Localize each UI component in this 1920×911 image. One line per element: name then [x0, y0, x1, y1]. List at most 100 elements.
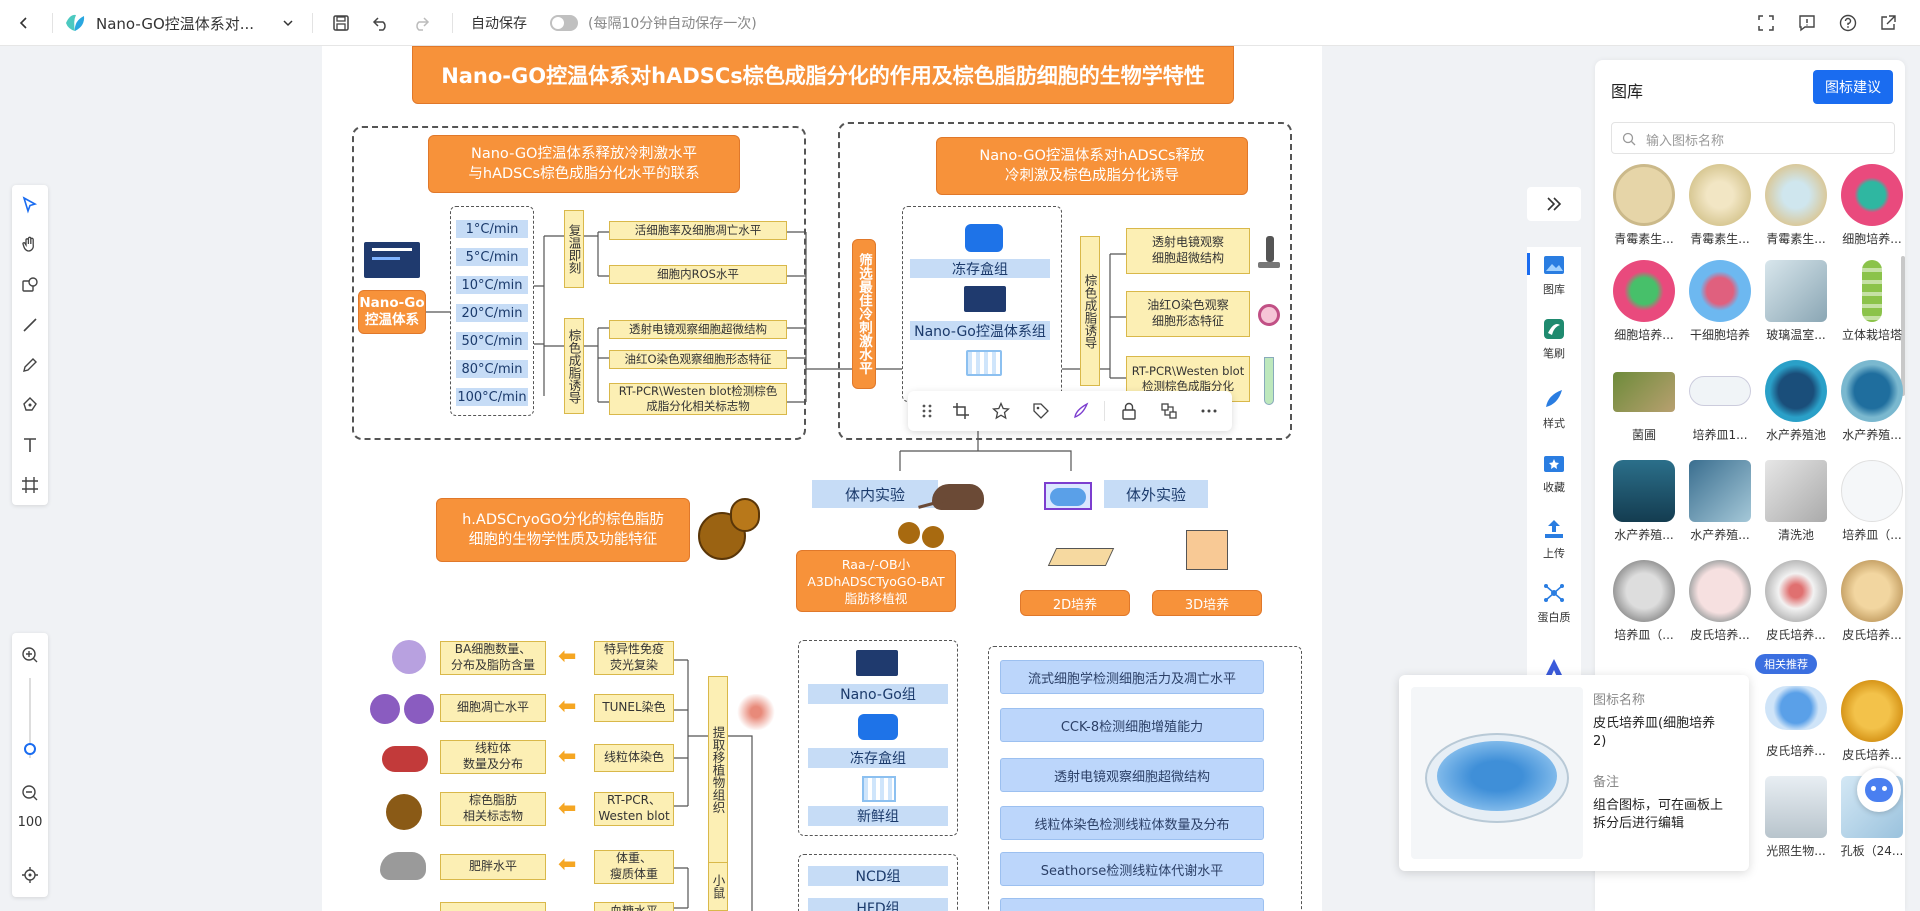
library-item[interactable]: 水产养殖... [1683, 460, 1757, 543]
library-item[interactable]: 培养皿（... [1835, 460, 1909, 543]
left-result[interactable] [440, 902, 546, 911]
chevron-down-icon[interactable] [282, 0, 294, 46]
feedback-icon[interactable] [1798, 0, 1816, 46]
p2-group[interactable]: 冻存盒组 [910, 259, 1050, 278]
library-item[interactable]: 立体栽培塔 [1835, 260, 1909, 343]
diagram-title[interactable]: Nano-GO控温体系对hADSCs棕色成脂分化的作用及棕色脂肪细胞的生物学特性 [412, 46, 1234, 104]
system-label[interactable]: Nano-Go 控温体系 [358, 290, 426, 334]
library-item[interactable]: 培养皿1... [1683, 360, 1757, 443]
share-icon[interactable] [1879, 0, 1897, 46]
canvas[interactable]: Nano-GO控温体系对hADSCs棕色成脂分化的作用及棕色脂肪细胞的生物学特性… [322, 46, 1322, 911]
invitro-item[interactable]: CCK-8检测细胞增殖能力 [1000, 708, 1264, 742]
icon-search-input[interactable]: 输入图标名称 [1611, 122, 1895, 154]
left-method[interactable]: 特异性免疫 荧光复染 [594, 641, 674, 675]
invitro-item[interactable]: Seathorse检测线粒体代谢水平 [1000, 852, 1264, 886]
crop-icon[interactable] [952, 402, 970, 420]
library-item[interactable]: 干细胞培养 [1683, 260, 1757, 343]
left-method[interactable]: 线粒体染色 [594, 744, 674, 772]
locate-icon[interactable] [20, 865, 40, 885]
left-result[interactable]: 棕色脂肪 相关标志物 [440, 792, 546, 826]
pen-icon[interactable] [20, 395, 40, 415]
left-result[interactable]: 线粒体 数量及分布 [440, 740, 546, 774]
mouse-label[interactable]: 小鼠 [708, 862, 728, 911]
mid-group[interactable]: 新鲜组 [808, 806, 948, 826]
assistant-bot-icon[interactable] [1857, 768, 1901, 812]
rate-item[interactable]: 5°C/min [456, 248, 528, 266]
redo-icon[interactable] [412, 0, 430, 46]
rate-item[interactable]: 1°C/min [456, 220, 528, 238]
culture-3d[interactable]: 3D培养 [1152, 590, 1262, 616]
left-result[interactable]: 细胞凋亡水平 [440, 694, 546, 722]
pencil-icon[interactable] [20, 355, 40, 375]
zoom-in-icon[interactable] [20, 645, 40, 665]
help-icon[interactable] [1839, 0, 1857, 46]
scrollbar[interactable] [1901, 256, 1905, 396]
rail-style[interactable]: 样式 [1527, 387, 1581, 431]
left-result[interactable]: BA细胞数量、 分布及脂防含量 [440, 641, 546, 675]
select-pointer-icon[interactable] [20, 195, 40, 215]
panel2-title[interactable]: Nano-GO控温体系对hADSCs释放 冷刺激及棕色成脂分化诱导 [936, 137, 1248, 195]
rate-item[interactable]: 80°C/min [456, 360, 528, 378]
p2-item[interactable]: 透射电镜观察 细胞超微结构 [1126, 228, 1250, 274]
invitro-item[interactable]: 流式细胞学检测细胞活力及凋亡水平 [1000, 660, 1264, 694]
library-item[interactable]: 光照生物... [1759, 776, 1833, 859]
library-item[interactable]: 青霉素生... [1607, 164, 1681, 247]
library-item[interactable]: 青霉素生... [1683, 164, 1757, 247]
line-icon[interactable] [20, 315, 40, 335]
p1-item[interactable]: 活细胞率及细胞凋亡水平 [609, 221, 787, 240]
left-method[interactable]: 血糖水平 [594, 902, 674, 911]
mid-group[interactable]: 冻存盒组 [808, 748, 948, 768]
panel-1[interactable] [352, 126, 806, 440]
library-item[interactable]: 水产养殖... [1607, 460, 1681, 543]
invitro-item[interactable]: 线粒体染色检测线粒体数量及分布 [1000, 806, 1264, 840]
back-icon[interactable] [16, 0, 32, 46]
undo-icon[interactable] [372, 0, 390, 46]
p2-induce-label[interactable]: 棕色成脂诱导 [1080, 236, 1100, 386]
rail-gallery[interactable]: 图库 [1527, 253, 1581, 297]
rate-item[interactable]: 20°C/min [456, 304, 528, 322]
group-icon[interactable] [1160, 402, 1178, 420]
screen-label[interactable]: 筛选最佳冷刺激水平 [852, 239, 876, 389]
rail-protein[interactable]: 蛋白质 [1527, 581, 1581, 625]
zoom-slider[interactable] [24, 678, 36, 758]
lock-icon[interactable] [1120, 402, 1138, 420]
tag-icon[interactable] [1032, 402, 1050, 420]
induce-label[interactable]: 棕色成脂诱导 [564, 318, 584, 414]
diet-group[interactable]: NCD组 [808, 866, 948, 886]
rewarm-label[interactable]: 复温即刻 [564, 210, 584, 288]
library-item[interactable]: 皮氏培养... [1835, 560, 1909, 643]
left-method[interactable]: TUNEL染色 [594, 694, 674, 722]
autosave-toggle[interactable] [550, 0, 578, 46]
invitro-item[interactable]: 透射电镜观察细胞超微结构 [1000, 758, 1264, 792]
icon-suggest-button[interactable]: 图标建议 [1813, 70, 1893, 104]
left-result[interactable]: 肥胖水平 [440, 854, 546, 880]
shape-icon[interactable] [20, 275, 40, 295]
library-item[interactable]: 细胞培养... [1607, 260, 1681, 343]
frame-icon[interactable] [20, 475, 40, 495]
save-icon[interactable] [332, 0, 350, 46]
rail-upload[interactable]: 上传 [1527, 517, 1581, 561]
extract-label[interactable]: 提取移植物组织 [708, 676, 728, 864]
invitro-item[interactable] [1000, 898, 1264, 911]
p2-group[interactable]: Nano-Go控温体系组 [910, 321, 1050, 340]
library-item[interactable]: 皮氏培养... [1759, 560, 1833, 643]
p1-item[interactable]: 油红O染色观察细胞形态特征 [609, 350, 787, 369]
rail-favorites[interactable]: 收藏 [1527, 451, 1581, 495]
library-item[interactable]: 水产养殖池 [1759, 360, 1833, 443]
invivo-label[interactable]: 体内实验 [812, 480, 938, 508]
rail-brush[interactable]: 笔刷 [1527, 317, 1581, 361]
p1-item[interactable]: 细胞内ROS水平 [609, 265, 787, 284]
panel-2[interactable] [838, 122, 1292, 440]
mid-group[interactable]: Nano-Go组 [808, 684, 948, 704]
culture-2d[interactable]: 2D培养 [1020, 590, 1130, 616]
left-method[interactable]: RT-PCR、 Westen blot [594, 792, 674, 826]
rate-item[interactable]: 10°C/min [456, 276, 528, 294]
invitro-label[interactable]: 体外实验 [1104, 480, 1208, 508]
library-item[interactable]: 皮氏培养... [1759, 680, 1833, 759]
p2-item[interactable]: 油红O染色观察 细胞形态特征 [1126, 291, 1250, 337]
star-icon[interactable] [992, 402, 1010, 420]
library-item[interactable]: 皮氏培养... [1683, 560, 1757, 643]
petri-dish-selected[interactable] [1044, 482, 1092, 510]
collapse-panel-button[interactable] [1527, 187, 1581, 221]
library-item[interactable]: 皮氏培养... [1835, 680, 1909, 763]
